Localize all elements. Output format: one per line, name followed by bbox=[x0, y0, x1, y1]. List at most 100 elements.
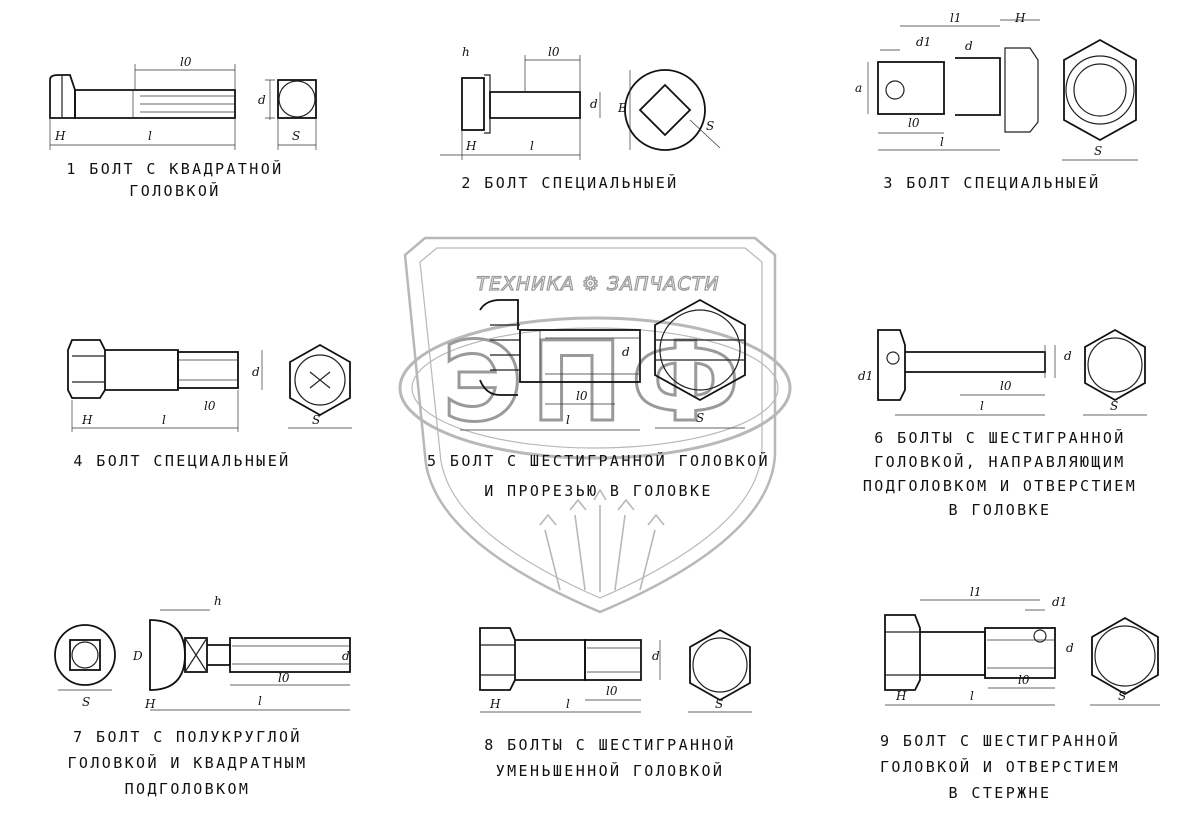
fig4-dim-H: H bbox=[81, 413, 93, 427]
fig2-dim-B: B bbox=[617, 101, 627, 115]
figure-5-drawing bbox=[460, 298, 746, 431]
figure-4-caption: 4 БОЛТ СПЕЦИАЛЬНЫЕЙ bbox=[52, 450, 312, 472]
figure-9-drawing bbox=[884, 599, 1160, 706]
figure-5-caption-line: БОЛТ С ШЕСТИГРАННОЙ ГОЛОВКОЙ bbox=[449, 452, 770, 470]
figure-5-number: 5 bbox=[427, 452, 439, 470]
fig9-dim-l0: l0 bbox=[1018, 673, 1030, 687]
figure-7-drawing bbox=[54, 609, 351, 711]
fig9-dim-H: H bbox=[895, 689, 907, 703]
fig6-dim-S: S bbox=[1110, 399, 1118, 413]
fig3-dim-d1: d1 bbox=[916, 35, 931, 49]
figure-6-caption: 6 БОЛТЫ С ШЕСТИГРАННОЙ ГОЛОВКОЙ, НАПРАВЛ… bbox=[830, 426, 1170, 522]
figure-2-caption: 2 БОЛТ СПЕЦИАЛЬНЫЕЙ bbox=[440, 172, 700, 194]
fig4-dim-d: d bbox=[252, 365, 260, 379]
fig2-dim-S: S bbox=[706, 119, 714, 133]
fig2-dim-l: l bbox=[530, 139, 534, 153]
fig7-dim-d: d bbox=[342, 649, 350, 663]
figure-8-caption-line: БОЛТЫ С ШЕСТИГРАННОЙ bbox=[507, 736, 736, 754]
figure-9-caption-line: ГОЛОВКОЙ И ОТВЕРСТИЕМ bbox=[879, 758, 1121, 776]
figure-2-number: 2 bbox=[461, 174, 473, 192]
figure-6-caption-line: В ГОЛОВКЕ bbox=[948, 501, 1052, 519]
figure-7-caption: 7 БОЛТ С ПОЛУКРУГЛОЙ ГОЛОВКОЙ И КВАДРАТН… bbox=[30, 724, 345, 802]
figure-6-caption-line: БОЛТЫ С ШЕСТИГРАННОЙ bbox=[897, 429, 1126, 447]
fig7-dim-l0: l0 bbox=[278, 671, 290, 685]
fig3-dim-a: a bbox=[855, 81, 862, 95]
fig5-dim-d: d bbox=[622, 345, 630, 359]
fig1-dim-l0: l0 bbox=[180, 55, 192, 69]
watermark-brand: ТЕХНИКА ⚙ ЗАПЧАСТИ bbox=[476, 273, 719, 295]
figure-8-caption: 8 БОЛТЫ С ШЕСТИГРАННОЙ УМЕНЬШЕННОЙ ГОЛОВ… bbox=[455, 732, 765, 784]
figure-4-caption-line: БОЛТ СПЕЦИАЛЬНЫЕЙ bbox=[96, 452, 291, 470]
fig9-dim-d1: d1 bbox=[1052, 595, 1067, 609]
fig1-dim-H: H bbox=[54, 129, 66, 143]
fig1-dim-l: l bbox=[148, 129, 152, 143]
fig9-dim-S: S bbox=[1118, 689, 1126, 703]
figure-2-caption-line: БОЛТ СПЕЦИАЛЬНЫЕЙ bbox=[484, 174, 679, 192]
fig3-dim-d: d bbox=[965, 39, 973, 53]
figure-6-drawing bbox=[877, 328, 1147, 416]
figure-3-caption-line: БОЛТ СПЕЦИАЛЬНЫЕЙ bbox=[906, 174, 1101, 192]
figure-7-number: 7 bbox=[73, 728, 85, 746]
figure-1-number: 1 bbox=[66, 160, 78, 178]
fig5-dim-l: l bbox=[566, 413, 570, 427]
fig2-dim-d: d bbox=[590, 97, 598, 111]
fig7-dim-H: H bbox=[144, 697, 156, 711]
figure-4-number: 4 bbox=[73, 452, 85, 470]
fig7-dim-h: h bbox=[214, 594, 222, 608]
fig5-dim-l0: l0 bbox=[576, 389, 588, 403]
fig9-dim-l: l bbox=[970, 689, 974, 703]
fig9-dim-l1: l1 bbox=[970, 585, 981, 599]
fig8-dim-l0: l0 bbox=[606, 684, 618, 698]
figure-3-number: 3 bbox=[883, 174, 895, 192]
fig2-dim-h: h bbox=[462, 45, 470, 59]
fig8-dim-H: H bbox=[489, 697, 501, 711]
fig3-dim-H: H bbox=[1014, 11, 1026, 25]
figure-4-drawing bbox=[67, 339, 352, 432]
figure-9-caption-line: В СТЕРЖНЕ bbox=[948, 784, 1052, 802]
fig4-dim-l0: l0 bbox=[204, 399, 216, 413]
fig8-dim-S: S bbox=[715, 697, 723, 711]
fig6-dim-d1: d1 bbox=[858, 369, 873, 383]
figure-1-caption-line: БОЛТ С КВАДРАТНОЙ bbox=[89, 160, 284, 178]
fig1-dim-S: S bbox=[292, 129, 300, 143]
figure-8-drawing bbox=[479, 627, 752, 713]
fig3-dim-S: S bbox=[1094, 144, 1102, 158]
figure-7-caption-line: ГОЛОВКОЙ И КВАДРАТНЫМ bbox=[67, 754, 308, 772]
fig6-dim-l: l bbox=[980, 399, 984, 413]
figure-3-drawing bbox=[867, 19, 1138, 161]
fig1-dim-d: d bbox=[258, 93, 266, 107]
fig9-dim-d: d bbox=[1066, 641, 1074, 655]
fig5-dim-S: S bbox=[696, 411, 704, 425]
figure-5-caption-line: И ПРОРЕЗЬЮ В ГОЛОВКЕ bbox=[484, 482, 713, 500]
figure-8-number: 8 bbox=[484, 736, 496, 754]
fig3-dim-l: l bbox=[940, 135, 944, 149]
figure-8-caption-line: УМЕНЬШЕННОЙ ГОЛОВКОЙ bbox=[495, 762, 725, 780]
fig7-dim-l: l bbox=[258, 694, 262, 708]
figure-1-caption-line: ГОЛОВКОЙ bbox=[129, 182, 221, 200]
fig8-dim-l: l bbox=[566, 697, 570, 711]
fig7-dim-D: D bbox=[132, 649, 143, 663]
figure-5-caption: 5 БОЛТ С ШЕСТИГРАННОЙ ГОЛОВКОЙ И ПРОРЕЗЬ… bbox=[406, 450, 791, 502]
figure-7-caption-line: БОЛТ С ПОЛУКРУГЛОЙ bbox=[96, 728, 302, 746]
figure-6-number: 6 bbox=[874, 429, 886, 447]
figure-6-caption-line: ПОДГОЛОВКОМ И ОТВЕРСТИЕМ bbox=[862, 477, 1138, 495]
figure-9-number: 9 bbox=[879, 732, 892, 750]
fig4-dim-l: l bbox=[162, 413, 166, 427]
fig3-dim-l0: l0 bbox=[908, 116, 920, 130]
figure-6-caption-line: ГОЛОВКОЙ, НАПРАВЛЯЮЩИМ bbox=[874, 453, 1126, 471]
fig3-dim-l1: l1 bbox=[950, 11, 961, 25]
figure-2-drawing bbox=[440, 55, 721, 160]
figure-1-caption: 1 БОЛТ С КВАДРАТНОЙ ГОЛОВКОЙ bbox=[40, 158, 310, 202]
fig4-dim-S: S bbox=[312, 413, 320, 427]
figure-7-caption-line: ПОДГОЛОВКОМ bbox=[124, 780, 251, 798]
figure-9-caption: 9 БОЛТ С ШЕСТИГРАННОЙ ГОЛОВКОЙ И ОТВЕРСТ… bbox=[850, 728, 1150, 806]
fig6-dim-d: d bbox=[1064, 349, 1072, 363]
fig8-dim-d: d bbox=[652, 649, 660, 663]
fig7-dim-S: S bbox=[82, 695, 90, 709]
fig2-dim-H: H bbox=[465, 139, 477, 153]
fig6-dim-l0: l0 bbox=[1000, 379, 1012, 393]
figure-3-caption: 3 БОЛТ СПЕЦИАЛЬНЫЕЙ bbox=[862, 172, 1122, 194]
figure-9-caption-line: БОЛТ С ШЕСТИГРАННОЙ bbox=[902, 732, 1121, 750]
figure-1-drawing bbox=[49, 64, 317, 150]
